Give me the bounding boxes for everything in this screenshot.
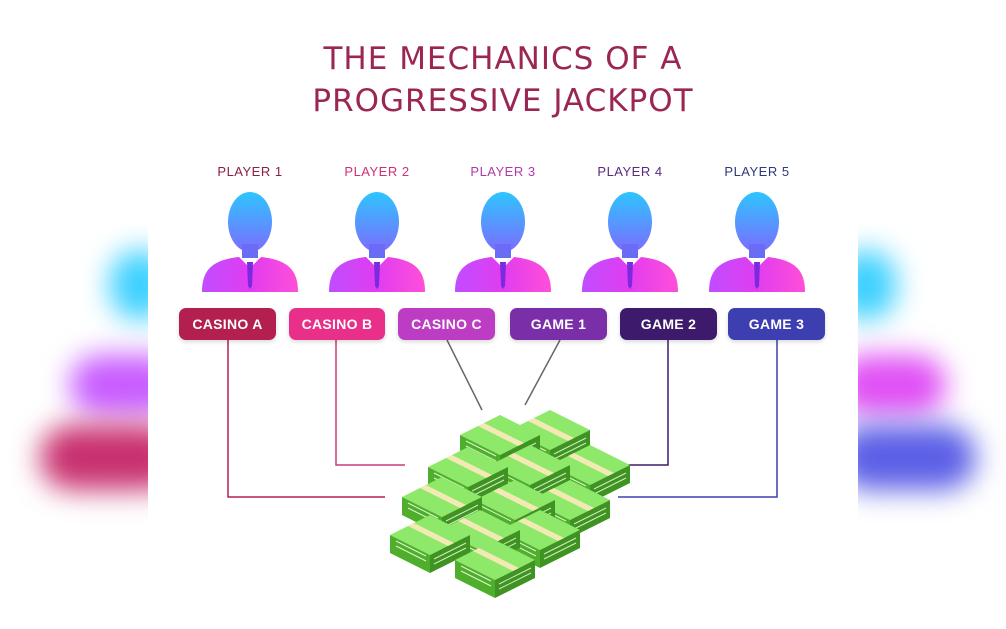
- connector-casino-b: [335, 340, 405, 466]
- title-line-1: THE MECHANICS OF A: [323, 41, 683, 77]
- player-label-1: PLAYER 1: [217, 164, 283, 179]
- user-avatar-icon: [582, 192, 678, 292]
- connector-casino-a: [227, 340, 385, 498]
- connector-game-3: [618, 340, 778, 498]
- connector-game-1: [524, 339, 561, 406]
- tag-game-2: GAME 2: [620, 308, 717, 340]
- tag-game-3: GAME 3: [728, 308, 825, 340]
- title-line-2: PROGRESSIVE JACKPOT: [312, 83, 694, 119]
- tag-casino-c: CASINO C: [398, 308, 495, 340]
- connector-casino-c: [446, 339, 483, 411]
- user-avatar-icon: [202, 192, 298, 292]
- right-blur-decoration: [856, 0, 1006, 629]
- diagram-title: THE MECHANICS OF A PROGRESSIVE JACKPOT: [0, 38, 1006, 122]
- user-avatar-icon: [709, 192, 805, 292]
- user-avatar-icon: [329, 192, 425, 292]
- left-blur-decoration: [0, 0, 150, 629]
- user-avatar-icon: [455, 192, 551, 292]
- tag-casino-b: CASINO B: [289, 308, 385, 340]
- player-label-5: PLAYER 5: [724, 164, 790, 179]
- player-label-4: PLAYER 4: [597, 164, 663, 179]
- player-label-3: PLAYER 3: [470, 164, 536, 179]
- tag-casino-a: CASINO A: [179, 308, 276, 340]
- tag-game-1: GAME 1: [510, 308, 607, 340]
- connector-game-2: [618, 340, 669, 466]
- money-stack-icon: [389, 409, 630, 599]
- player-label-2: PLAYER 2: [344, 164, 410, 179]
